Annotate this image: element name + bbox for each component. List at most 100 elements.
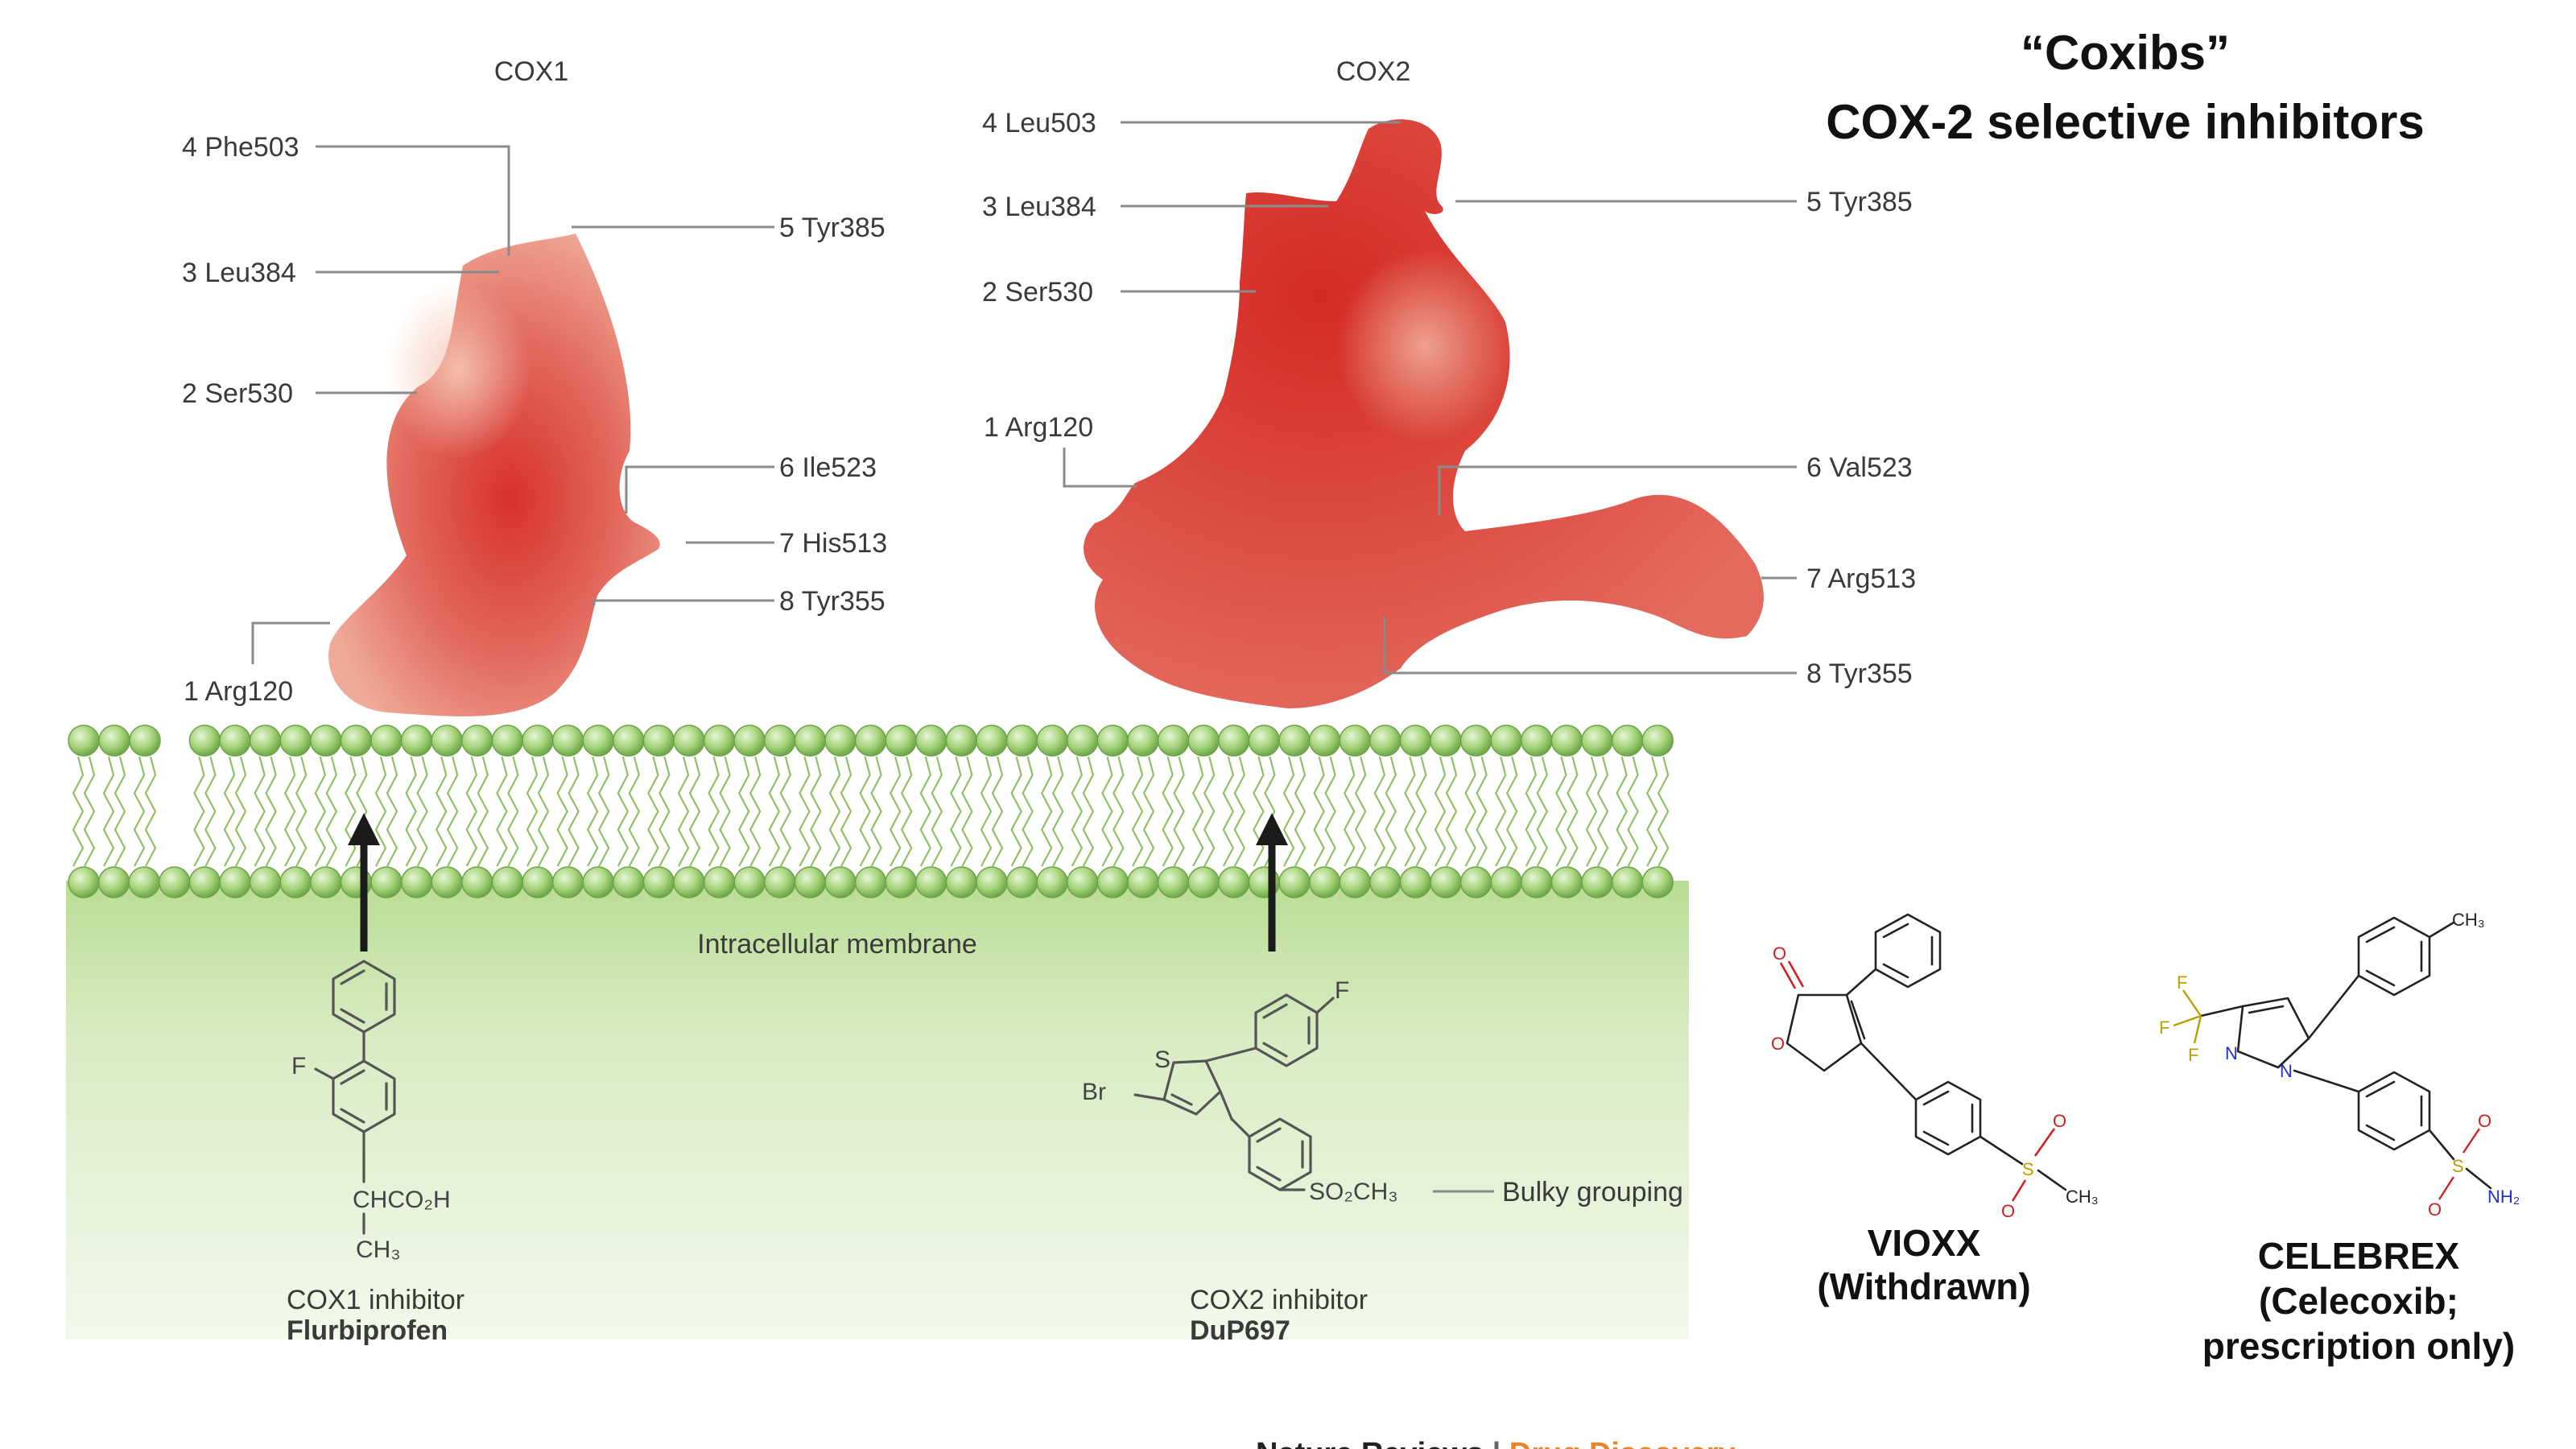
lipid-head-bottom xyxy=(733,866,766,898)
flurbiprofen-structure: F CHCO₂H CH₃ COX1 inhibitor Flurbiprofen xyxy=(287,960,464,1346)
lipid-tail xyxy=(870,756,882,867)
lipid-tail xyxy=(386,756,398,867)
lipid-head-top xyxy=(703,724,736,757)
lipid-head-top xyxy=(310,724,342,757)
lipid-tail xyxy=(477,756,489,867)
lipid-tail xyxy=(435,756,448,867)
cox1-panel: COX1 4 Phe503 3 Leu384 2 Ser530 1 Arg120… xyxy=(182,56,887,716)
lipid-head-top xyxy=(764,724,796,757)
dup697-fluorine: F xyxy=(1335,977,1349,1004)
lipid-tail xyxy=(1071,756,1084,867)
lipid-head-bottom xyxy=(885,866,917,898)
lipid-tail xyxy=(114,756,126,867)
lipid-tail xyxy=(374,756,387,867)
lipid-head-bottom xyxy=(976,866,1008,898)
celebrex-nitrogen-2: N xyxy=(2225,1043,2238,1063)
lipid-head-top xyxy=(613,724,645,757)
cox1-label-tyr385: 5 Tyr385 xyxy=(779,213,886,243)
lipid-tail xyxy=(628,756,641,867)
celebrex-tolyl-ring xyxy=(2357,916,2431,997)
lipid-head-bottom xyxy=(915,866,947,898)
membrane-label: Intracellular membrane xyxy=(697,929,977,960)
lipid-tail xyxy=(900,756,913,867)
lipid-tail xyxy=(1645,756,1658,867)
lipid-tail xyxy=(1464,756,1476,867)
lipid-head-top xyxy=(1490,724,1522,757)
cox2-leader-val523 xyxy=(1438,465,1797,515)
lipid-head-bottom xyxy=(1611,866,1644,898)
lipid-tail xyxy=(1131,756,1144,867)
lipid-tail xyxy=(1585,756,1598,867)
lipid-tail xyxy=(1415,756,1427,867)
celebrex-nitrogen-1: N xyxy=(2280,1061,2293,1081)
lipid-tail xyxy=(1222,756,1235,867)
lipid-tail xyxy=(1343,756,1356,867)
lipid-head-top xyxy=(522,724,554,757)
lipid-head-top xyxy=(219,724,251,757)
lipid-tail xyxy=(234,756,247,867)
lipid-tail xyxy=(568,756,580,867)
lipid-head-top xyxy=(1067,724,1099,757)
lipid-heads-bottom xyxy=(68,866,1674,898)
lipid-head-bottom xyxy=(1490,866,1522,898)
lipid-head-bottom xyxy=(1581,866,1613,898)
lipid-tail xyxy=(919,756,932,867)
lipid-head-top xyxy=(1308,724,1341,757)
lipid-tail xyxy=(1555,756,1567,867)
lipid-tail xyxy=(991,756,1004,867)
lipid-tail xyxy=(961,756,973,867)
celebrex-fluorine-3: F xyxy=(2188,1045,2198,1065)
lipid-tail xyxy=(617,756,630,867)
title-line-1: “Coxibs” xyxy=(2021,26,2230,80)
lipid-tail xyxy=(446,756,459,867)
cox1-entry-arrow xyxy=(348,813,380,952)
lipid-tail xyxy=(1434,756,1447,867)
dup697-structure: F S Br SO₂CH₃ Bulky grouping COX2 inhibi… xyxy=(1082,977,1683,1346)
lipid-tail xyxy=(1313,756,1325,867)
lipid-tail xyxy=(1404,756,1416,867)
cox1-label-his513: 7 His513 xyxy=(779,528,887,559)
cox2-leader-arg120 xyxy=(1063,448,1137,488)
dup697-sulfur: S xyxy=(1154,1046,1170,1073)
vioxx-sulfur: S xyxy=(2022,1159,2034,1179)
lipid-tail xyxy=(295,756,308,867)
lipid-head-bottom xyxy=(854,866,887,898)
lipid-head-bottom xyxy=(1459,866,1492,898)
lipid-head-bottom xyxy=(1399,866,1432,898)
vioxx-status: (Withdrawn) xyxy=(1817,1265,2030,1307)
lipid-tail xyxy=(931,756,943,867)
lipid-tail xyxy=(647,756,659,867)
lipid-tail xyxy=(405,756,417,867)
lipid-tail xyxy=(223,756,236,867)
lipid-tail xyxy=(1203,756,1216,867)
lipid-tail xyxy=(1657,756,1670,867)
lipid-tail xyxy=(688,756,701,867)
lipid-head-bottom xyxy=(1036,866,1068,898)
cox2-label-tyr385: 5 Tyr385 xyxy=(1806,187,1913,217)
lipid-tail xyxy=(556,756,568,867)
vioxx-sulfonyl-oxygen-a: O xyxy=(2053,1111,2066,1131)
lipid-tail xyxy=(779,756,792,867)
vioxx-name: VIOXX xyxy=(1868,1222,1981,1264)
lipid-tail xyxy=(586,756,599,867)
cox2-leader-tyr355 xyxy=(1383,617,1797,675)
lipid-head-top xyxy=(915,724,947,757)
lipid-tail xyxy=(1113,756,1125,867)
cox1-label-leu384: 3 Leu384 xyxy=(182,258,296,288)
dup697-name: DuP697 xyxy=(1190,1315,1290,1346)
lipid-head-top xyxy=(491,724,524,757)
lipid-head-top xyxy=(98,724,130,757)
cox1-label-ser530: 2 Ser530 xyxy=(182,378,293,409)
lipid-head-bottom xyxy=(370,866,402,898)
cox2-entry-arrow xyxy=(1256,813,1288,952)
lipid-tail xyxy=(859,756,871,867)
cytoplasm-area xyxy=(66,881,1689,1340)
lipid-tail xyxy=(1253,756,1265,867)
slide-title: “Coxibs” COX-2 selective inhibitors xyxy=(1826,26,2425,149)
credit-journal-name: Nature Reviews xyxy=(1256,1437,1484,1449)
lipid-tail xyxy=(810,756,822,867)
flurbiprofen-acid-group: CHCO₂H xyxy=(353,1187,451,1213)
vioxx-carbonyl-oxygen: O xyxy=(1773,943,1786,964)
lipid-tail xyxy=(283,756,296,867)
